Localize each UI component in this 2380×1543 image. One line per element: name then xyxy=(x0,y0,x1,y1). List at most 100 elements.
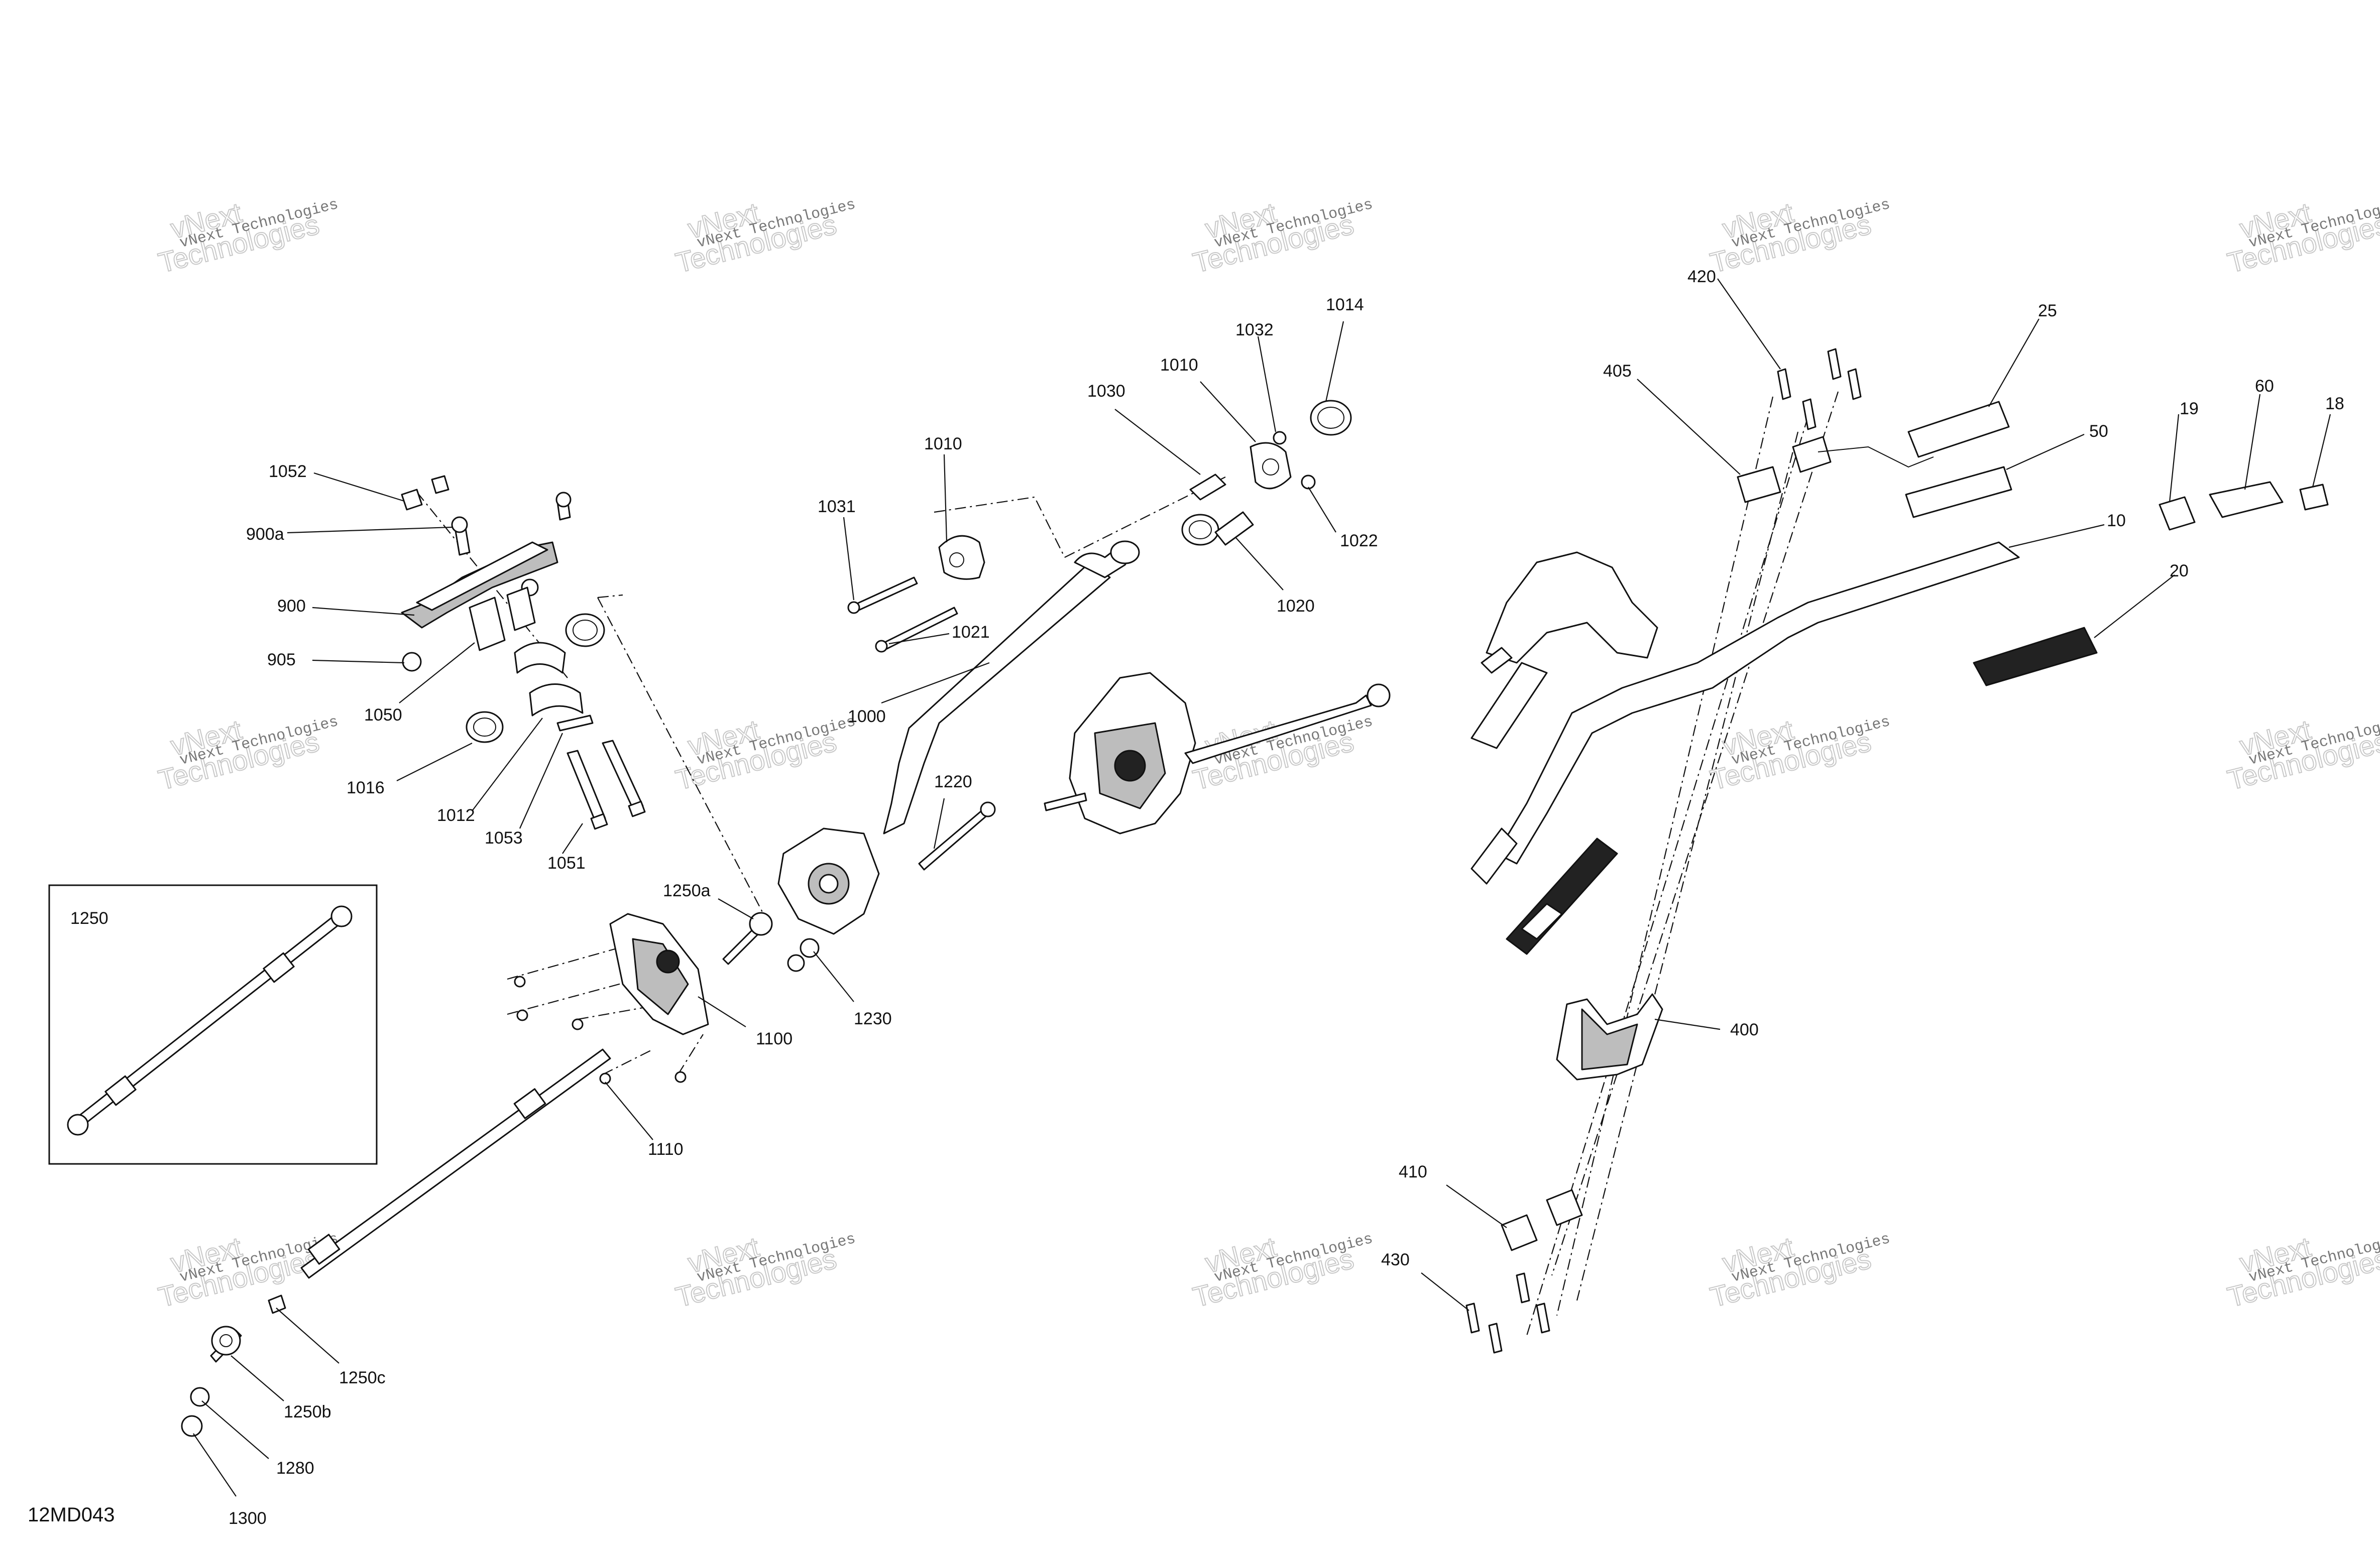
leader-lines xyxy=(193,278,2331,1497)
label-25: 25 xyxy=(2038,301,2057,320)
label-1022: 1022 xyxy=(1340,531,1378,550)
label-900a: 900a xyxy=(246,525,284,544)
label-1053: 1053 xyxy=(485,828,523,848)
stud-top-head xyxy=(555,492,572,508)
tie-rod-sleeve xyxy=(513,1088,546,1119)
brake-lever-housing xyxy=(1486,551,1658,664)
right-grip-20 xyxy=(1973,627,2098,686)
screw-420 xyxy=(1777,368,1791,400)
label-1250a: 1250a xyxy=(663,881,711,900)
lower-joint-hub-inner xyxy=(819,874,839,894)
watermark: vNext Technologies vNext Technologies xyxy=(1189,196,1375,279)
collar-1012-top xyxy=(514,642,566,674)
label-1014: 1014 xyxy=(1326,295,1364,314)
washer-1280 xyxy=(190,1387,210,1407)
cable xyxy=(1818,446,1934,468)
watermark: vNext Technologies vNext Technologies xyxy=(155,713,340,796)
arm-bolt xyxy=(1044,792,1087,811)
label-400: 400 xyxy=(1730,1020,1759,1039)
screw-430 xyxy=(1465,1302,1480,1334)
bolt-1021-head xyxy=(875,640,888,653)
clip-18 xyxy=(2299,484,2329,511)
label-1031: 1031 xyxy=(818,497,856,516)
bolt-1051-b-head xyxy=(628,800,646,817)
watermark: vNext Technologies vNext Technologies xyxy=(672,1230,857,1314)
label-1032: 1032 xyxy=(1235,320,1274,339)
elbow-60 xyxy=(2209,481,2284,518)
screw-1100-c xyxy=(572,1018,584,1030)
label-50: 50 xyxy=(2089,422,2108,441)
shim-1053 xyxy=(556,715,594,732)
watermark: vNext Technologies vNext Technologies xyxy=(1189,1230,1375,1314)
bushing-1050 xyxy=(469,597,506,651)
label-19: 19 xyxy=(2180,399,2199,418)
watermark: vNext Technologies vNext Technologies xyxy=(672,196,857,279)
clamp-410-b xyxy=(1546,1189,1583,1226)
watermark: vNext Technologies vNext Technologies xyxy=(1707,1230,1892,1314)
steering-column-assembly xyxy=(722,400,1352,972)
nut-1052-b xyxy=(431,475,449,494)
inset-eye-bottom xyxy=(67,1114,89,1136)
seal-1016-inner xyxy=(473,718,496,737)
clamp-1010 xyxy=(938,535,985,580)
screw-1032 xyxy=(1273,431,1287,445)
screw-420-c xyxy=(1802,398,1817,430)
nut-1022 xyxy=(1301,474,1316,490)
screw-430-b xyxy=(1488,1323,1503,1354)
column-support-assembly xyxy=(401,475,646,830)
watermark: vNext Technologies vNext Technologies xyxy=(2224,713,2380,796)
label-1010-b: 1010 xyxy=(1160,355,1198,375)
inset-eye-top xyxy=(330,905,353,927)
bolt-1220-head xyxy=(980,801,996,817)
clamp-405-b xyxy=(1792,436,1832,473)
cover-assembly-1100 xyxy=(514,913,709,1085)
nut-1250c xyxy=(268,1294,286,1314)
handlebar-end xyxy=(1470,827,1518,885)
screw-1110 xyxy=(599,1073,611,1085)
seal-1020-inner xyxy=(1189,520,1212,539)
cover-1100-rib xyxy=(632,938,689,1015)
steering-arm-hub xyxy=(1114,750,1146,782)
rod-end-1250b-eye-inner xyxy=(219,1334,233,1347)
label-60: 60 xyxy=(2255,377,2274,396)
label-20: 20 xyxy=(2170,561,2189,580)
label-405: 405 xyxy=(1603,362,1632,381)
label-1250b: 1250b xyxy=(284,1402,331,1421)
riser-400-face xyxy=(1581,1008,1638,1071)
label-1010-a: 1010 xyxy=(924,434,962,453)
assembly-guide-lines xyxy=(416,391,1839,1336)
screw-430-d xyxy=(1536,1302,1550,1334)
bolt-1051 xyxy=(566,750,606,822)
watermark: vNext Technologies vNext Technologies xyxy=(1707,713,1892,796)
diagram-code: 12MD043 xyxy=(28,1504,115,1526)
cover-hub xyxy=(656,949,680,974)
nut-905 xyxy=(402,652,422,672)
inset-frame xyxy=(48,884,378,1165)
clamp-405 xyxy=(1737,466,1781,503)
label-410: 410 xyxy=(1399,1162,1427,1181)
screw-1100-a xyxy=(514,976,526,988)
watermark: vNext Technologies vNext Technologies xyxy=(155,196,340,279)
bushing-1050-b xyxy=(506,586,536,631)
inset-sleeve-b xyxy=(104,1075,137,1106)
seal-1014-left xyxy=(565,613,605,647)
steering-arm-assembly xyxy=(1044,672,1391,835)
label-1012: 1012 xyxy=(437,806,475,825)
seal-1014-left-inner xyxy=(573,620,598,641)
label-1300: 1300 xyxy=(229,1509,267,1528)
screw-430-c xyxy=(1516,1272,1530,1303)
bolt-1051-b xyxy=(602,740,644,809)
rod-end-1250a-eye xyxy=(749,912,773,936)
pin-1030 xyxy=(1189,473,1226,501)
screw-420-d xyxy=(1847,368,1862,400)
bolt-1051-head xyxy=(590,813,608,830)
seal-1014 xyxy=(1310,400,1352,436)
nut-1300 xyxy=(181,1415,203,1437)
label-1020: 1020 xyxy=(1277,597,1315,616)
screw-1100-d xyxy=(674,1071,687,1083)
steering-link-eye xyxy=(1367,683,1391,707)
nut-1052 xyxy=(401,489,423,511)
left-grip xyxy=(1506,838,1618,955)
label-1000: 1000 xyxy=(848,707,886,726)
